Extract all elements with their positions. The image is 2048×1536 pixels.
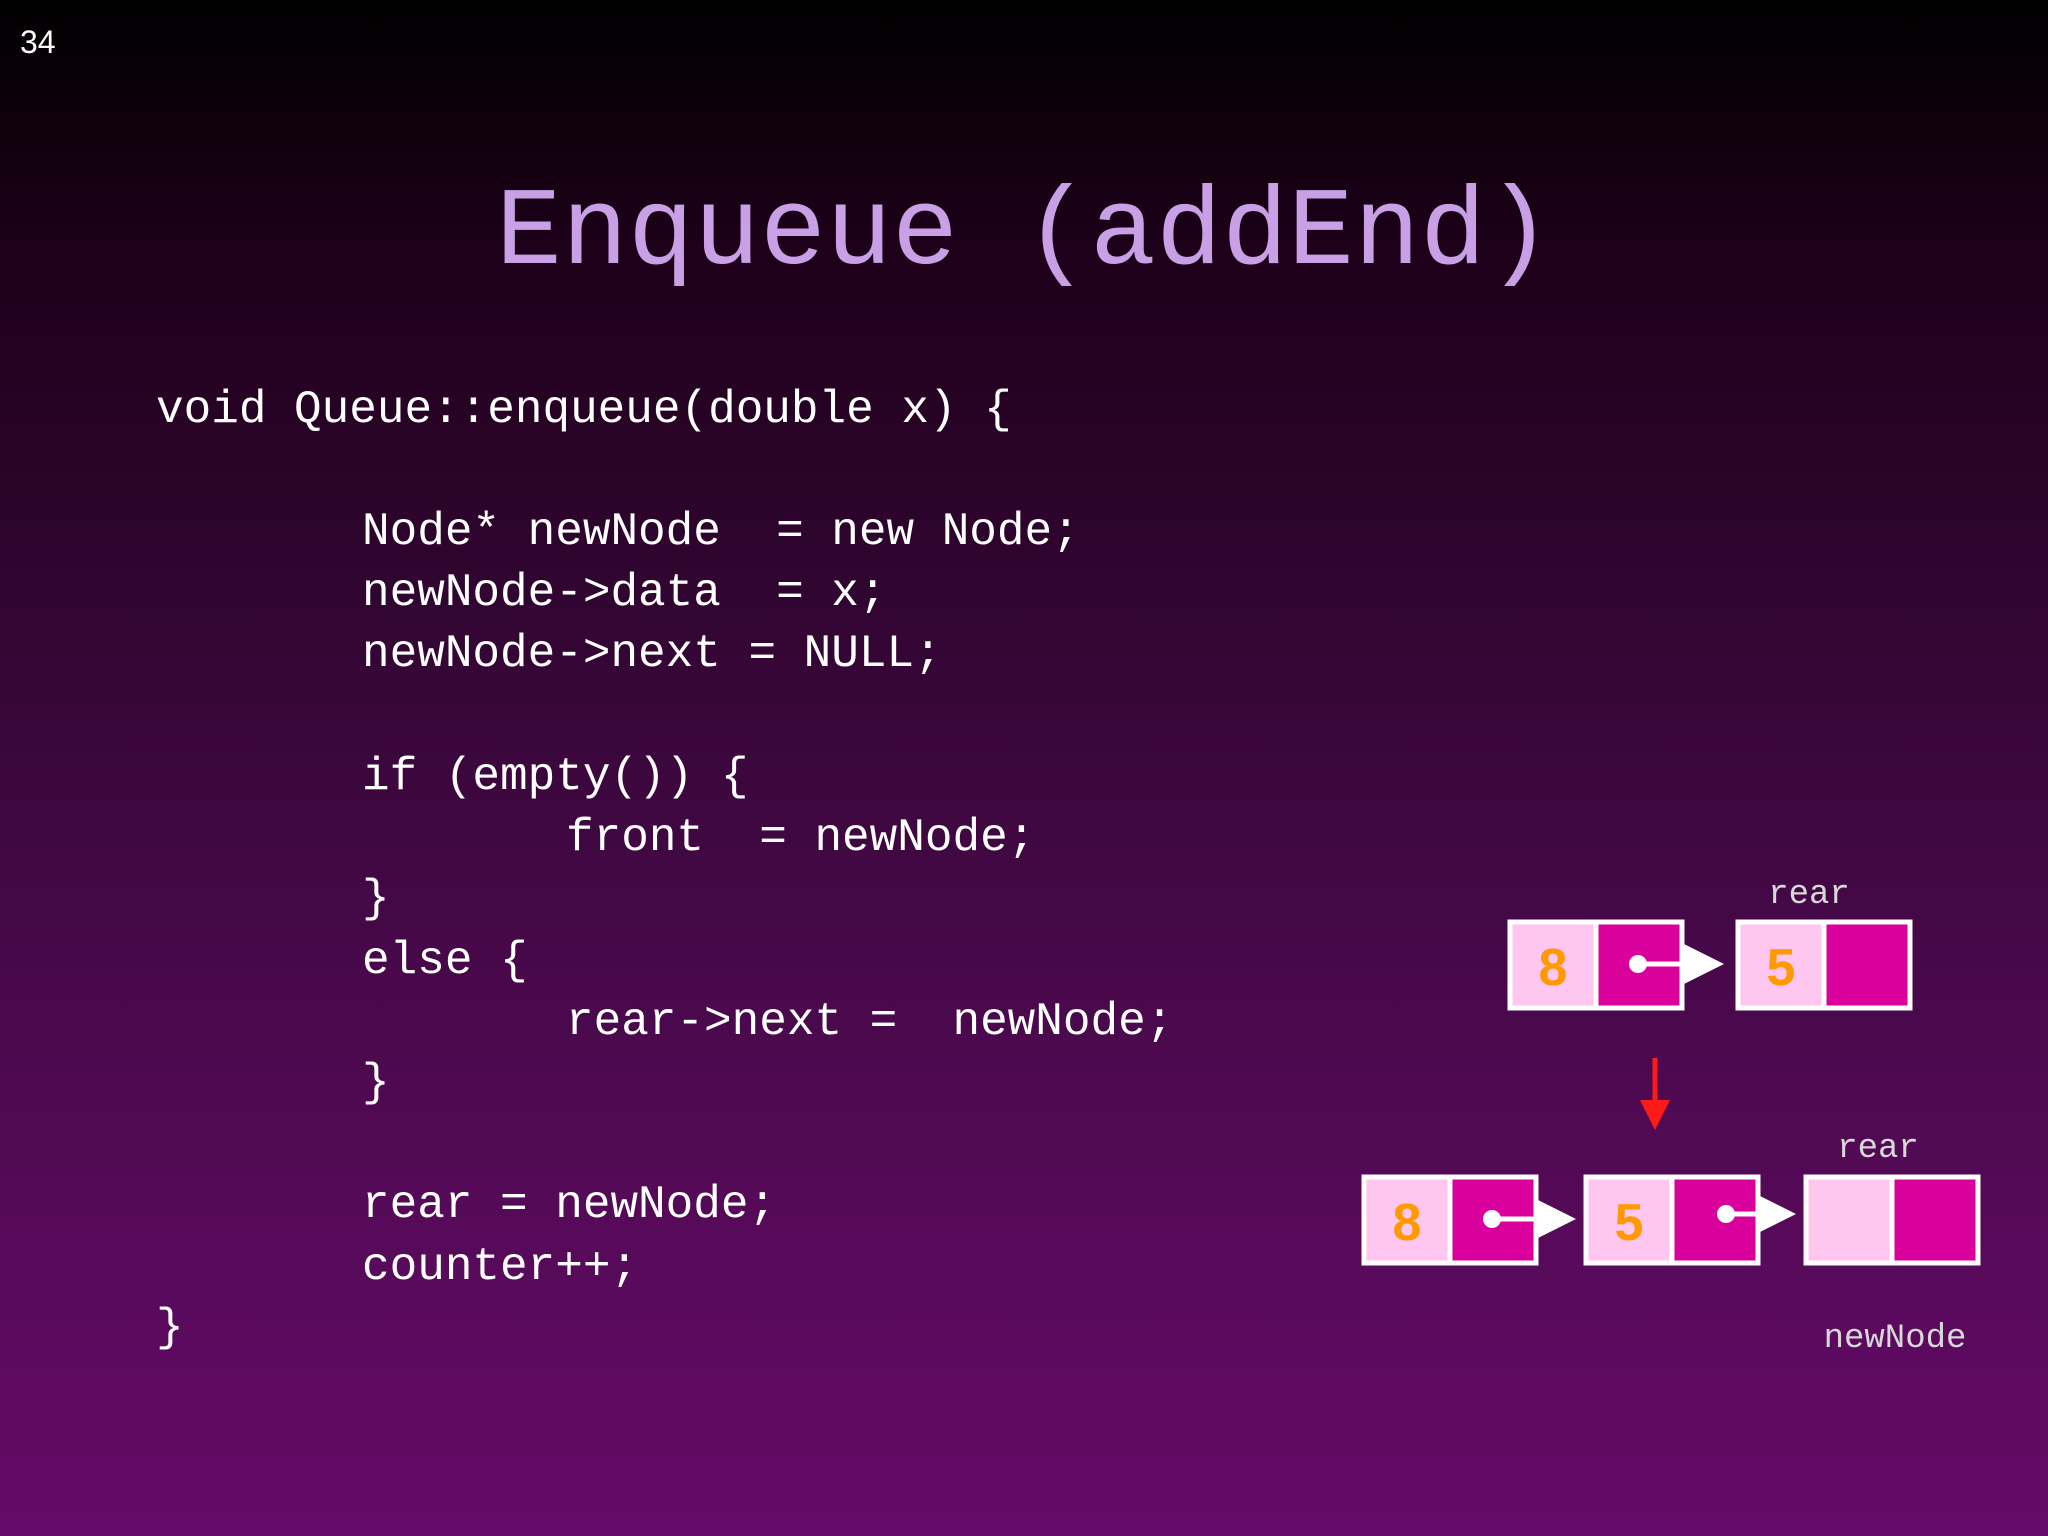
after-node-1-value: 8 [1393, 1194, 1422, 1252]
after-rear-label: rear [1837, 1130, 1919, 1168]
before-state: rear 8 5 [1507, 876, 1913, 1011]
after-node-1: 8 [1361, 1174, 1576, 1266]
code-line-assign-next: newNode->next = NULL; [362, 628, 942, 680]
code-line-if-close: } [362, 873, 390, 925]
before-node-1-value: 8 [1539, 939, 1568, 997]
code-line-if-empty: if (empty()) { [362, 751, 749, 803]
code-line-rear-assign: rear = newNode; [362, 1179, 777, 1231]
before-node-2-pointer-cell [1821, 919, 1913, 1011]
new-node-label: newNode [1824, 1320, 1967, 1358]
new-node-pointer-cell [1889, 1174, 1981, 1266]
code-line-close: } [156, 1302, 184, 1354]
code-line-new-node: Node* newNode = new Node; [362, 506, 1080, 558]
slide-number: 34 [20, 24, 56, 60]
slide-title: Enqueue (addEnd) [495, 172, 1553, 297]
after-node-2: 5 [1583, 1174, 1796, 1266]
after-node-2-pointer-cell [1669, 1174, 1761, 1266]
before-node-1: 8 [1507, 919, 1724, 1011]
code-line-else-close: } [362, 1057, 390, 1109]
new-node-data-cell [1803, 1174, 1895, 1266]
before-rear-label: rear [1768, 876, 1850, 914]
code-line-assign-data: newNode->data = x; [362, 567, 887, 619]
code-line-counter: counter++; [362, 1241, 639, 1293]
code-line-else: else { [362, 935, 528, 987]
before-node-2-data-cell [1735, 919, 1827, 1011]
after-new-node [1803, 1174, 1981, 1266]
before-node-1-data-cell [1507, 919, 1599, 1011]
after-state: rear 8 5 newNode [1361, 1130, 1981, 1358]
after-node-2-data-cell [1583, 1174, 1675, 1266]
code-line-front-assign: front = newNode; [566, 812, 1036, 864]
before-node-2: 5 [1735, 919, 1913, 1011]
after-node-2-value: 5 [1615, 1194, 1644, 1252]
code-line-signature: void Queue::enqueue(double x) { [156, 384, 1012, 436]
before-node-2-value: 5 [1767, 939, 1796, 997]
code-line-rear-next: rear->next = newNode; [566, 996, 1174, 1048]
